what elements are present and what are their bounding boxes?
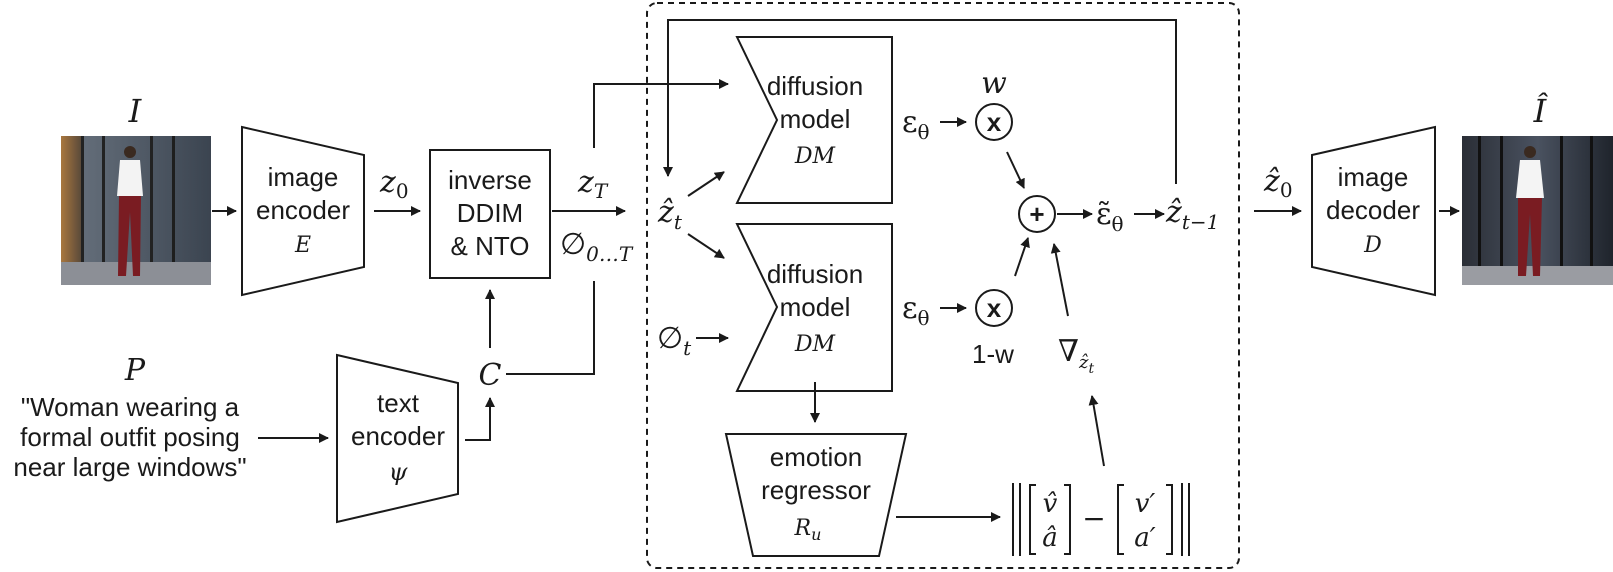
multiply-bottom-circle: [975, 289, 1013, 327]
weight-w: w: [981, 66, 1007, 101]
regressor-label-2: regressor: [761, 475, 871, 505]
arrow-grad-to-sum: [1050, 243, 1069, 317]
input-image-symbol: I: [128, 92, 143, 130]
phi-t-label: ∅t: [657, 321, 692, 360]
zhat-t-label: ẑt: [657, 195, 683, 234]
loss-v-prime: v′: [1135, 489, 1156, 519]
arrow-mult-top-to-sum: [1006, 151, 1025, 189]
regressor-symbol: Ru: [794, 516, 822, 544]
text-encoder-symbol: ψ: [389, 458, 409, 486]
line-condition-up: [506, 281, 595, 375]
condition-c: C: [479, 358, 502, 393]
loop-back-line: [663, 19, 1177, 184]
arrow-zhat-to-top-dm: [687, 171, 725, 197]
prompt-line-3: near large windows": [13, 452, 246, 482]
inverse-label-2: DDIM: [457, 198, 523, 228]
dm-top-label-1: diffusion: [767, 71, 863, 101]
loss-norm: [1012, 483, 1190, 556]
inverse-label-3: & NTO: [451, 231, 530, 261]
arrow-text-encoder-to-c: [465, 397, 495, 441]
image-encoder-label-2: encoder: [256, 195, 350, 225]
z0-label: z0: [379, 165, 409, 203]
prompt-line-1: "Woman wearing a: [21, 392, 240, 422]
eps-bottom-label: εθ: [902, 291, 930, 330]
arrow-to-top-dm: [593, 79, 729, 148]
dm-top-label-2: model: [780, 104, 851, 134]
image-encoder-shape: [241, 125, 365, 297]
weight-1-w: 1-w: [972, 339, 1014, 369]
text-encoder-label-2: encoder: [351, 421, 445, 451]
eps-top-label: εθ: [902, 105, 930, 144]
multiply-bottom-symbol: x: [987, 293, 1002, 323]
multiply-top-symbol: x: [987, 107, 1002, 137]
phi-range-label: ∅0…T: [560, 227, 634, 266]
dm-bottom-label-2: model: [780, 292, 851, 322]
image-decoder-label-1: image: [1338, 162, 1409, 192]
image-encoder-label-1: image: [268, 162, 339, 192]
z0hat-label: ẑ0: [1263, 164, 1293, 202]
prompt-symbol: P: [124, 353, 146, 388]
text-encoder-shape: [336, 353, 459, 524]
arrow-zhat-to-bottom-dm: [687, 233, 725, 259]
image-decoder-shape: [1311, 125, 1436, 297]
eps-tilde-label: ε̃θ: [1096, 197, 1124, 236]
image-encoder-symbol: E: [294, 233, 311, 258]
emotion-regressor-shape: [724, 433, 908, 557]
diffusion-loop-region: [646, 2, 1240, 569]
text-encoder-label-1: text: [377, 388, 420, 418]
zT-label: zT: [577, 165, 609, 203]
zhat-t-minus-1-label: ẑt−1: [1165, 195, 1219, 234]
input-photo: [61, 136, 211, 285]
loss-v-hat: v̂: [1043, 489, 1058, 519]
loss-a-hat: â: [1042, 523, 1058, 553]
sum-circle: [1018, 195, 1056, 233]
loss-a-prime: a′: [1134, 523, 1156, 553]
inverse-ddim-box: [429, 149, 551, 279]
loss-minus: −: [1082, 502, 1105, 535]
output-image-symbol: Î: [1533, 92, 1549, 130]
arrow-loss-to-gradient: [1088, 395, 1105, 467]
multiply-top-circle: [975, 103, 1013, 141]
sum-symbol: +: [1029, 199, 1044, 229]
image-decoder-symbol: D: [1363, 233, 1382, 258]
output-photo: [1462, 136, 1613, 285]
image-decoder-label-2: decoder: [1326, 195, 1420, 225]
prompt-line-2: formal outfit posing: [20, 422, 240, 452]
dm-bottom-label-1: diffusion: [767, 259, 863, 289]
dm-top-symbol: DM: [794, 144, 836, 169]
gradient-label: ∇ẑt: [1058, 334, 1094, 377]
diffusion-model-top-shape: [735, 36, 893, 204]
regressor-label-1: emotion: [770, 442, 863, 472]
inverse-label-1: inverse: [448, 165, 532, 195]
dm-bottom-symbol: DM: [794, 332, 836, 357]
arrow-mult-bottom-to-sum: [1014, 237, 1030, 277]
